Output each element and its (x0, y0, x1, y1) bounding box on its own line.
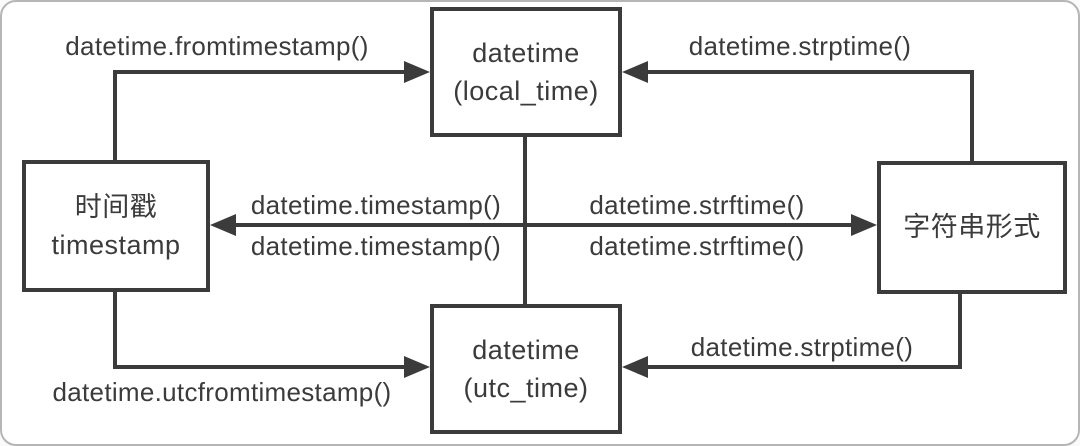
edge-label-timestamp-above: datetime.timestamp() (250, 190, 502, 220)
connector-local-utc-line (523, 137, 527, 304)
node-datetime-local: datetime (local_time) (430, 7, 622, 137)
edge-label-fromtimestamp: datetime.fromtimestamp() (65, 31, 369, 61)
connector-strptime-local-vline (970, 72, 974, 161)
node-timestamp-title: 时间戳 (74, 191, 158, 222)
edge-label-strftime-above: datetime.strftime() (589, 190, 805, 220)
node-timestamp-subtitle: timestamp (51, 230, 181, 260)
arrowhead-right-icon (404, 356, 430, 378)
connector-strptime-local-hline (648, 70, 974, 74)
edge-label-timestamp-below: datetime.timestamp() (250, 231, 502, 261)
connector-strptime-utc-vline (958, 294, 962, 369)
edge-label-strftime-below: datetime.strftime() (589, 231, 805, 261)
connector-strptime-utc-hline (648, 365, 962, 369)
node-datetime-utc: datetime (utc_time) (430, 304, 622, 434)
edge-label-strptime-local: datetime.strptime() (688, 31, 912, 61)
connector-middle-hline (236, 223, 851, 227)
edge-label-utcfromtimestamp: datetime.utcfromtimestamp() (52, 377, 392, 407)
arrowhead-left-icon (622, 356, 648, 378)
arrowhead-right-icon (404, 61, 430, 83)
node-timestamp: 时间戳 timestamp (22, 160, 210, 292)
node-datetime-local-title: datetime (472, 37, 580, 68)
connector-fromtimestamp-hline (113, 70, 406, 74)
connector-utcfromtimestamp-vline (113, 292, 117, 369)
node-datetime-utc-title: datetime (472, 334, 580, 365)
node-datetime-utc-subtitle: (utc_time) (463, 373, 589, 403)
arrowhead-left-icon (622, 61, 648, 83)
node-string-format: 字符串形式 (877, 161, 1067, 294)
arrowhead-right-icon (851, 214, 877, 236)
connector-fromtimestamp-vline (113, 70, 117, 160)
connector-utcfromtimestamp-hline (113, 365, 404, 369)
edge-label-strptime-utc: datetime.strptime() (690, 332, 914, 362)
node-datetime-local-subtitle: (local_time) (453, 76, 599, 106)
arrowhead-left-icon (210, 214, 236, 236)
node-string-format-title: 字符串形式 (903, 212, 1041, 243)
